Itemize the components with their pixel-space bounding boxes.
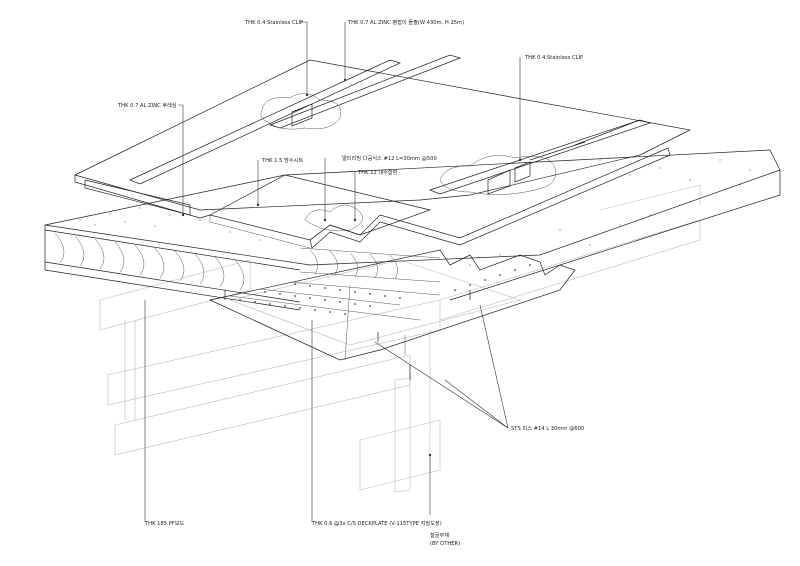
plywood-panel xyxy=(209,147,671,249)
screws xyxy=(224,290,471,380)
steel-structure xyxy=(99,184,701,493)
label-deckplate: THK 0.6 @3x C/S DECKPLATE (V-115TYPE 지정도… xyxy=(311,519,442,527)
label-sts-screw: STS 피스 #14 L 30mm @600 xyxy=(511,424,584,432)
label-zinc-joint: THK 0.7 AL ZINC 평접이 돌출(W 430m, H 25m) xyxy=(347,18,464,26)
leader-lines xyxy=(144,21,521,522)
label-stainless-clip-right: THK 0.4 Stainless CLIP xyxy=(524,55,583,61)
label-by-other: (BY OTHER) xyxy=(430,541,460,547)
pf-board-layer xyxy=(44,149,781,311)
deckplate-perforations xyxy=(239,264,531,315)
label-pf-board: THK 185 PF보드 xyxy=(144,520,185,527)
deckplate xyxy=(208,249,576,380)
label-screw: 멀티리빙 다공식스 #12 L=30mm @500 xyxy=(342,154,437,162)
metal-roof-sheet xyxy=(74,54,692,232)
label-aspha-sheet: THK 1.5 방수시트 xyxy=(261,156,303,164)
label-steel-beam: 철골부재 xyxy=(430,531,449,539)
label-stainless-clip-top: THK 0.4 Stainless CLIP xyxy=(244,20,303,26)
stainless-clip-shapes xyxy=(291,103,531,195)
labels: THK 0.4 Stainless CLIP THK 0.7 AL ZINC 평… xyxy=(117,18,584,547)
label-plywood: THK 12 내수합판 xyxy=(357,168,398,176)
label-deckplate-text: THK 0.6 @3x C/S DECKPLATE (V-115TYPE 지정도… xyxy=(311,519,442,527)
leader-dots xyxy=(181,78,522,457)
insulation-band xyxy=(44,229,441,303)
label-zinc-flashing: THK 0.7 AL ZINC 후레싱 xyxy=(117,101,177,109)
